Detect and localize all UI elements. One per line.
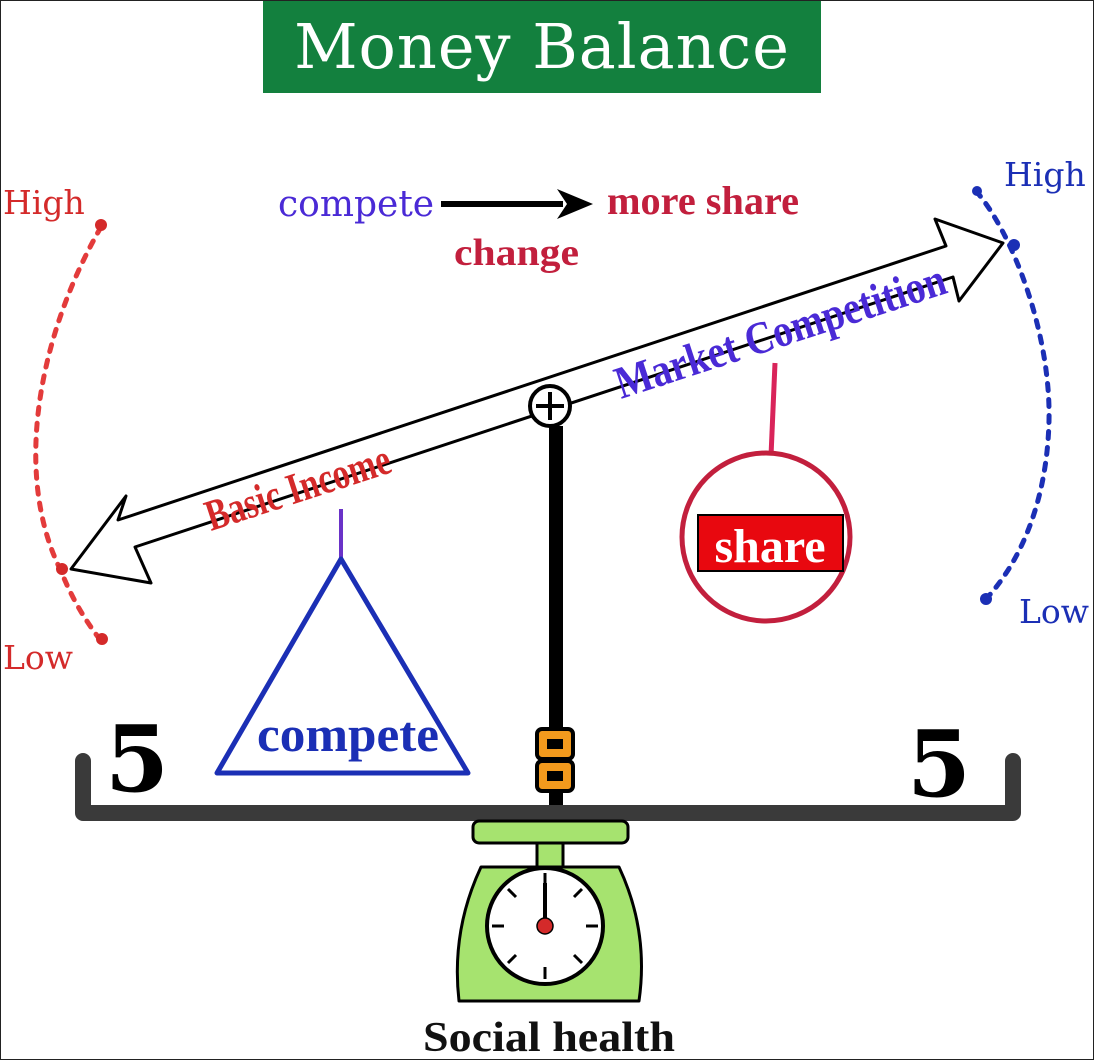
left-range-indicator [33, 219, 108, 645]
left-high-label: High [3, 183, 85, 222]
flow-to-label: more share [607, 178, 799, 223]
left-weight-triangle [214, 556, 471, 776]
right-range-indicator [972, 186, 1052, 605]
scale-tray [75, 753, 1021, 821]
right-high-label: High [1004, 155, 1086, 194]
left-low-label: Low [3, 638, 73, 677]
pole-connector [535, 727, 575, 793]
base-label: Social health [423, 1015, 675, 1060]
pivot-icon [528, 384, 572, 428]
title-banner: Money Balance [263, 1, 821, 93]
right-weight-badge [697, 514, 844, 572]
beam-left-label: Basic Income [199, 435, 397, 541]
right-weight-string [768, 362, 778, 457]
left-weight-label: compete [257, 706, 439, 762]
beam-right-label: Market Competition [608, 253, 952, 408]
left-number: 5 [105, 705, 169, 813]
right-weight-label: share [714, 520, 825, 573]
page-title: Money Balance [294, 10, 790, 83]
right-number: 5 [907, 710, 971, 818]
flow-change-label: change [454, 232, 579, 274]
right-low-label: Low [1019, 592, 1089, 631]
flow-arrow [441, 189, 593, 219]
flow-from-label: compete [278, 184, 434, 225]
weighing-scale [455, 819, 643, 1003]
